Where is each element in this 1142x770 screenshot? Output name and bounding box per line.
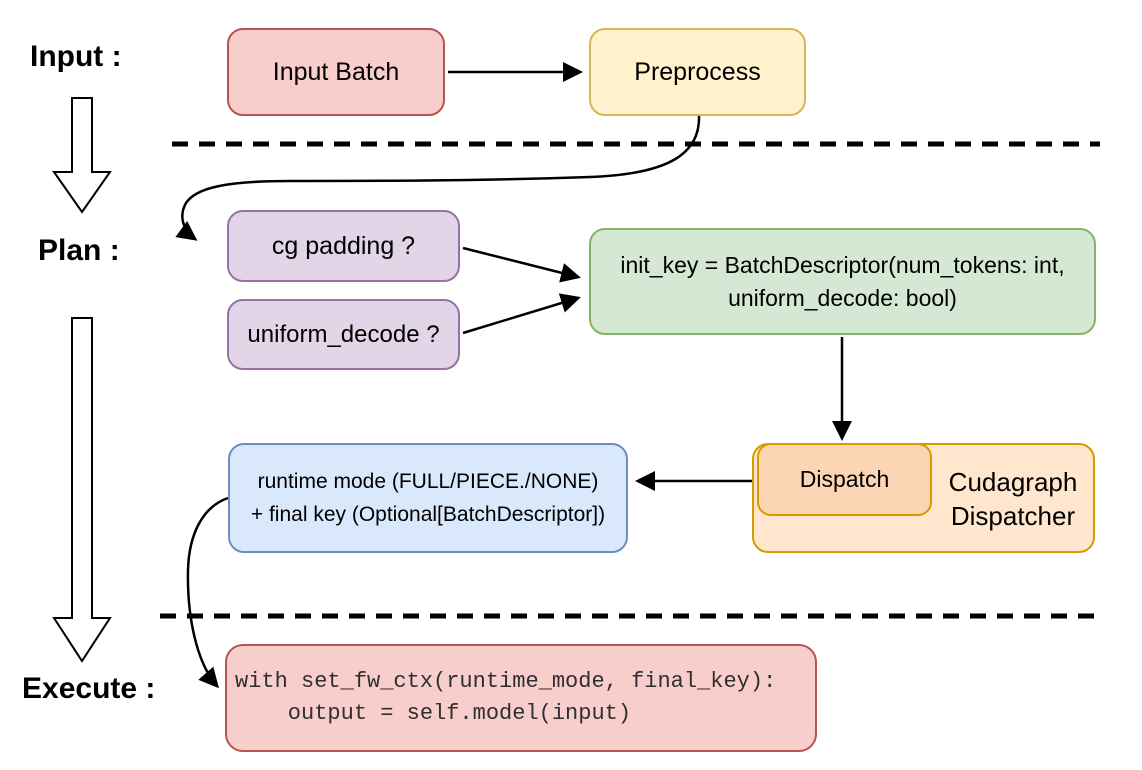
node-uniform-decode: uniform_decode ? <box>227 299 460 370</box>
input-to-plan-arrow <box>52 97 112 214</box>
node-input-batch: Input Batch <box>227 28 445 116</box>
arrow-runtime-result-to-execute-code <box>186 496 229 689</box>
node-init-key-line1: init_key = BatchDescriptor(num_tokens: i… <box>620 251 1065 278</box>
node-dispatch: Dispatch <box>757 443 932 516</box>
cudagraph-line2: Dispatcher <box>950 501 1076 531</box>
arrow-uniform-decode-to-init-key <box>462 293 581 335</box>
node-preprocess: Preprocess <box>589 28 806 116</box>
cudagraph-line1: Cudagraph <box>948 467 1078 497</box>
node-runtime-result-line2: + final key (Optional[BatchDescriptor]) <box>250 503 606 526</box>
arrow-cg-padding-to-init-key <box>462 246 581 283</box>
node-runtime-result: runtime mode (FULL/PIECE./NONE) + final … <box>228 443 628 553</box>
node-execute-code: with set_fw_ctx(runtime_mode, final_key)… <box>225 644 817 752</box>
node-init-key: init_key = BatchDescriptor(num_tokens: i… <box>589 228 1096 335</box>
node-uniform-decode-label: uniform_decode ? <box>247 321 440 348</box>
plan-to-execute-arrow <box>52 317 112 663</box>
node-cudagraph-dispatcher-label: Cudagraph Dispatcher <box>931 456 1095 542</box>
node-init-key-line2: uniform_decode: bool) <box>728 284 957 311</box>
node-input-batch-label: Input Batch <box>272 57 400 86</box>
node-cg-padding-label: cg padding ? <box>271 231 416 260</box>
node-cg-padding: cg padding ? <box>227 210 460 282</box>
execute-stage-label: Execute : <box>22 672 156 705</box>
node-dispatch-label: Dispatch <box>799 466 890 492</box>
node-preprocess-label: Preprocess <box>634 57 761 86</box>
node-runtime-result-line1: runtime mode (FULL/PIECE./NONE) <box>257 470 599 493</box>
input-stage-label: Input : <box>30 40 122 73</box>
plan-stage-label: Plan : <box>38 234 120 267</box>
execute-code-line2: output = self.model(input) <box>235 701 632 726</box>
execute-code-line1: with set_fw_ctx(runtime_mode, final_key)… <box>235 669 777 694</box>
